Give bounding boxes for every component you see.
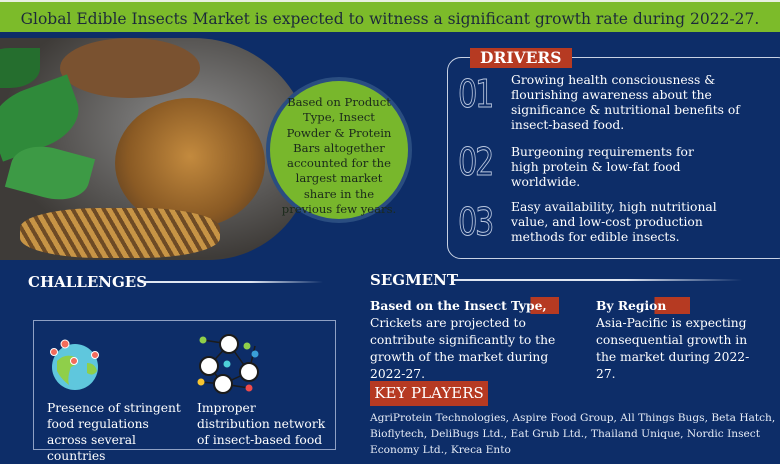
driver-number: 03 [458, 200, 495, 245]
globe-pins-icon [50, 339, 99, 390]
drivers-box [447, 57, 780, 259]
edible-insects-photo [0, 38, 312, 260]
driver-number: 02 [458, 140, 495, 185]
drivers-title: DRIVERS [470, 48, 572, 68]
segment-title: SEGMENT [370, 271, 458, 289]
segment-region-heading: By Region [596, 297, 691, 314]
highlight-circle: Based on Product Type, Insect Powder & P… [266, 77, 412, 223]
segment-divider [452, 279, 742, 281]
segment-insect-text: Crickets are projected to contribute sig… [370, 316, 556, 381]
driver-text: Growing health consciousness & flourishi… [511, 73, 740, 132]
key-players-title: KEY PLAYERS [370, 381, 488, 406]
challenges-divider [143, 281, 323, 283]
key-players-list: AgriProtein Technologies, Aspire Food Gr… [370, 412, 776, 456]
challenge-text: Presence of stringent food regulations a… [47, 401, 181, 463]
bowl-shape [60, 38, 200, 98]
challenge-text: Improper distribution network of insect-… [197, 401, 326, 447]
driver-text: Easy availability, high nutritional valu… [511, 200, 717, 244]
segment-insect-heading: Based on the Insect Type, [370, 297, 559, 314]
mealworms [20, 208, 220, 258]
mealworm-bowl [115, 98, 265, 228]
driver-number: 01 [458, 72, 495, 117]
segment-region-text: Asia-Pacific is expecting consequential … [596, 316, 750, 381]
headline-banner: Global Edible Insects Market is expected… [0, 0, 780, 32]
driver-text: Burgeoning requirements for high protein… [511, 145, 694, 189]
network-people-icon [197, 334, 259, 394]
leaf-shape [0, 48, 40, 88]
challenges-title: CHALLENGES [28, 273, 148, 291]
